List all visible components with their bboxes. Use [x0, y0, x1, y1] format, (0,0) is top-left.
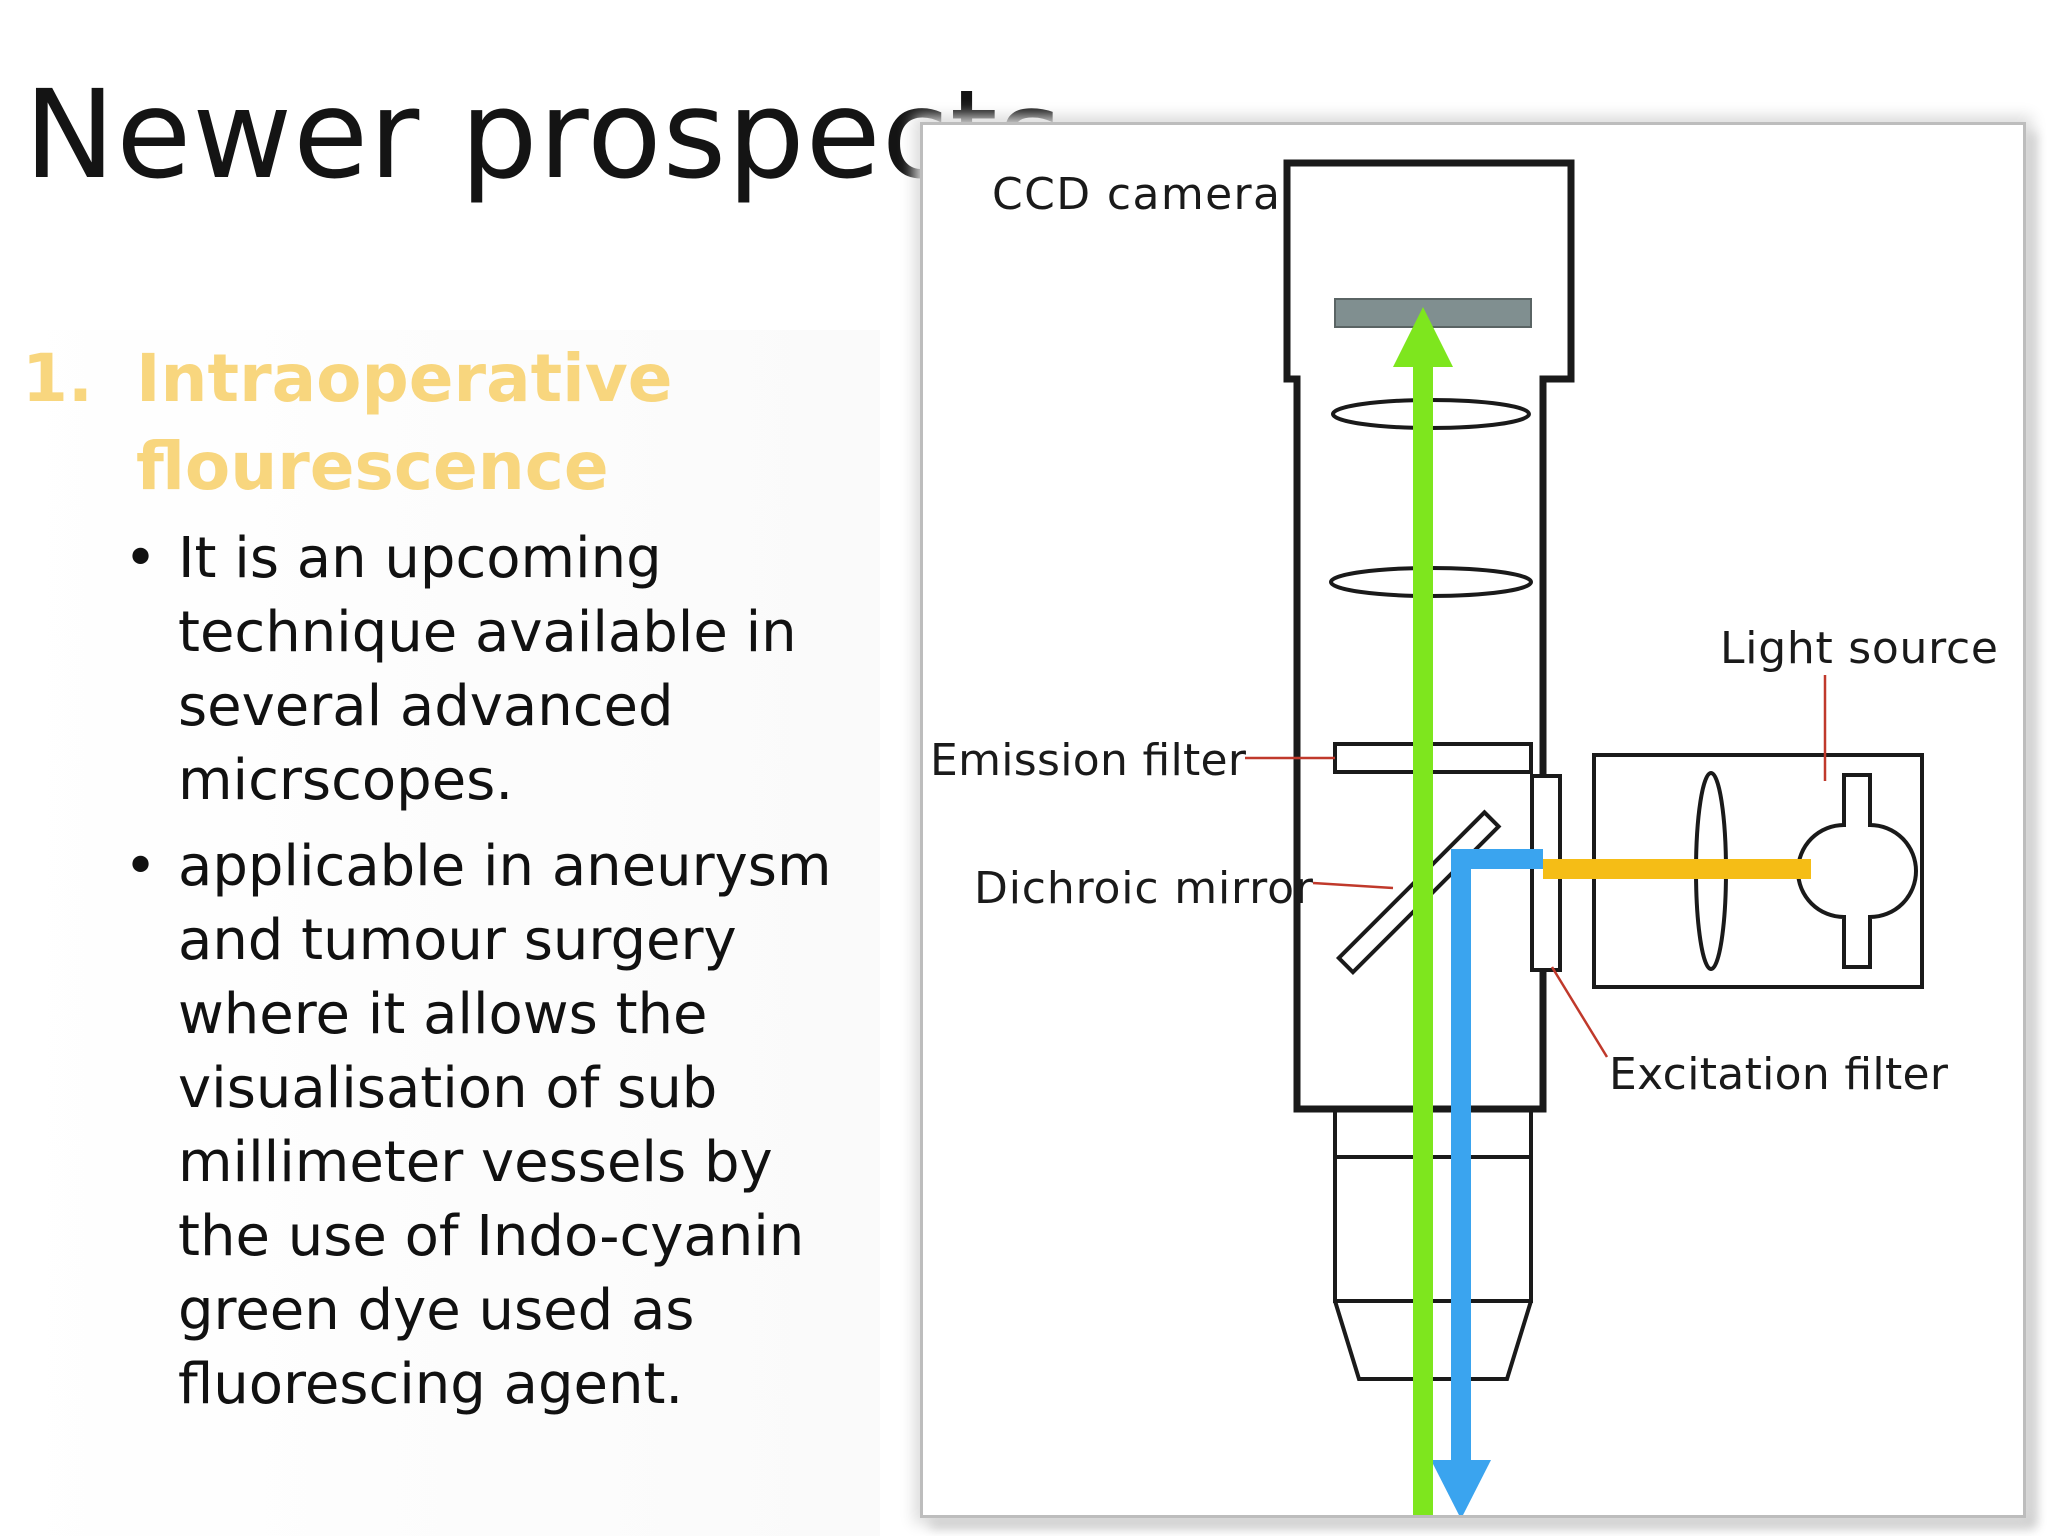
label-excitation-filter: Excitation filter — [1609, 1049, 1949, 1100]
label-ccd-camera: CCD camera — [992, 169, 1280, 220]
excitation-arrowhead — [1431, 1460, 1491, 1515]
microscope-body-outline — [1283, 159, 1575, 1113]
microscope-diagram: CCD camera Light source Emission filter … — [930, 159, 1998, 1515]
text-panel — [0, 330, 880, 1536]
heading-number: 1. — [22, 340, 93, 417]
excitation-beam-out — [1451, 849, 1543, 1465]
ccd-sensor — [1334, 298, 1532, 328]
label-light-source: Light source — [1720, 623, 1998, 674]
bullet-dot-icon: • — [124, 834, 158, 899]
bullet-text: It is an upcoming technique available in… — [178, 526, 797, 813]
heading-text: Intraoperative flourescence — [136, 340, 673, 505]
bullet-item: • applicable in aneurysm and tumour surg… — [120, 830, 880, 1422]
bullet-list: • It is an upcoming technique available … — [120, 522, 880, 1434]
emission-beam — [1413, 353, 1433, 1515]
leader-line — [1550, 966, 1609, 1058]
excitation-beam-in — [1543, 859, 1811, 879]
microscope-diagram-frame: CCD camera Light source Emission filter … — [920, 122, 2026, 1518]
bullet-dot-icon: • — [124, 526, 158, 591]
bullet-text: applicable in aneurysm and tumour surger… — [178, 834, 832, 1417]
label-emission-filter: Emission filter — [930, 735, 1247, 786]
lamp — [1796, 773, 1918, 969]
bullet-item: • It is an upcoming technique available … — [120, 522, 880, 818]
slide-title: Newer prospects — [24, 64, 1064, 206]
emission-arrowhead — [1393, 307, 1453, 367]
label-dichroic-mirror: Dichroic mirror — [974, 863, 1314, 914]
leader-line — [1312, 881, 1394, 890]
